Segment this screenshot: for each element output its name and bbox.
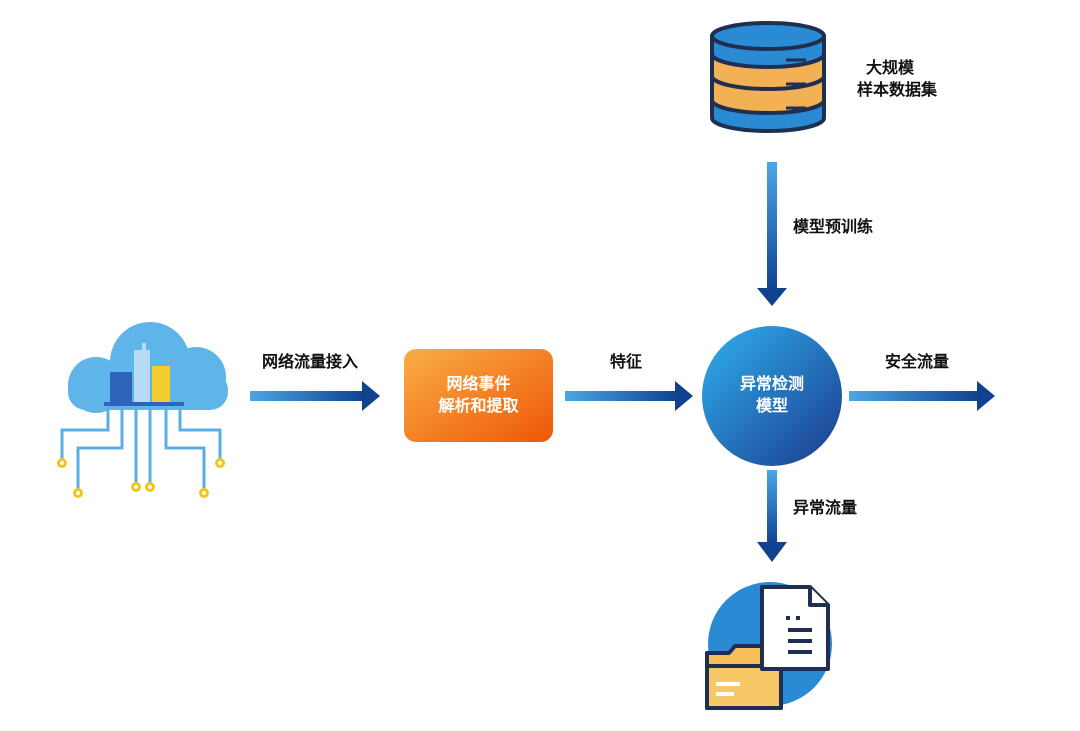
event-box-line2: 解析和提取: [438, 396, 519, 415]
folder-document-icon: [705, 582, 832, 710]
arrow-pretrain: [757, 162, 787, 306]
event-box-line1: 网络事件: [446, 374, 511, 393]
event-parse-box: [404, 349, 553, 442]
arrow-anomalous-traffic: [757, 470, 787, 562]
label-dataset-line1: 大规模: [866, 58, 915, 77]
label-dataset-line2: 样本数据集: [857, 80, 938, 99]
label-network-ingress: 网络流量接入: [262, 352, 359, 371]
detector-line2: 模型: [755, 396, 788, 415]
database-icon: [710, 21, 826, 133]
detector-line1: 异常检测: [739, 374, 804, 393]
label-safe-traffic: 安全流量: [885, 352, 950, 371]
label-features: 特征: [610, 352, 643, 371]
arrow-features: [565, 381, 693, 411]
arrow-safe-traffic: [849, 381, 995, 411]
label-pretraining: 模型预训练: [793, 217, 874, 236]
label-dataset: 大规模 样本数据集: [857, 57, 937, 101]
anomaly-detector-node: [702, 326, 842, 466]
label-anomalous-traffic: 异常流量: [793, 498, 858, 517]
cloud-network-icon: [57, 322, 228, 498]
arrow-ingress: [250, 381, 380, 411]
detector-text: 异常检测 模型: [702, 373, 842, 417]
event-box-text: 网络事件 解析和提取: [404, 373, 553, 417]
